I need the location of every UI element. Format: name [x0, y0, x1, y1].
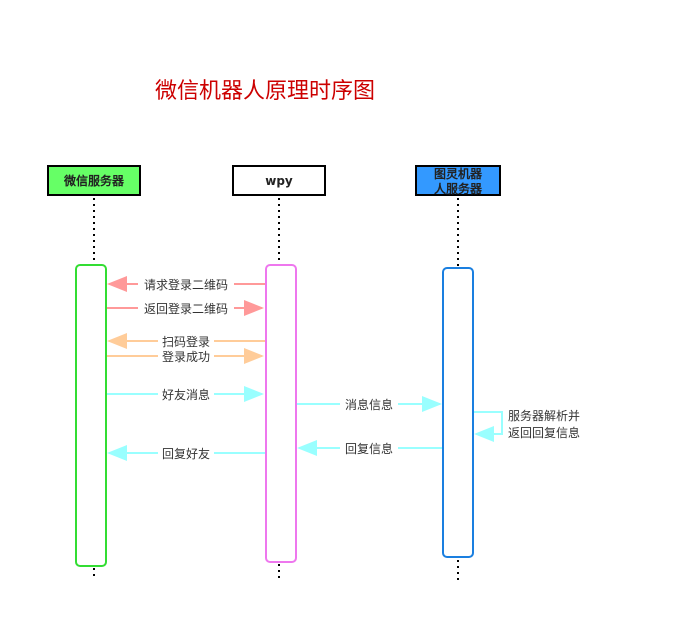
message-label: 消息信息	[345, 397, 393, 412]
participant-wpy: wpy	[232, 165, 326, 196]
message-label: 回复信息	[345, 441, 393, 456]
message-label: 请求登录二维码	[144, 277, 228, 292]
activation-wechat-server	[75, 264, 107, 567]
participant-label-line2: 人服务器	[434, 181, 483, 196]
activation-wpy	[265, 264, 297, 563]
participant-wechat-server: 微信服务器	[47, 165, 141, 196]
message-label: 登录成功	[162, 349, 210, 364]
message-label: 好友消息	[162, 387, 210, 402]
self-message-label-line2: 返回回复信息	[508, 425, 580, 440]
diagram-title: 微信机器人原理时序图	[155, 79, 375, 104]
self-message-arrow	[474, 411, 503, 442]
participant-label: wpy	[265, 174, 293, 188]
message-label: 返回登录二维码	[144, 301, 228, 316]
message-label: 扫码登录	[162, 334, 210, 349]
self-message-label-line1: 服务器解析并	[508, 408, 580, 423]
activation-turing-server	[442, 267, 474, 558]
participant-label: 微信服务器	[63, 173, 125, 188]
message-label: 回复好友	[162, 447, 210, 461]
lifelines	[93, 198, 459, 580]
participant-label-line1: 图灵机器	[434, 166, 483, 181]
participant-turing-server: 图灵机器 人服务器	[415, 165, 501, 196]
